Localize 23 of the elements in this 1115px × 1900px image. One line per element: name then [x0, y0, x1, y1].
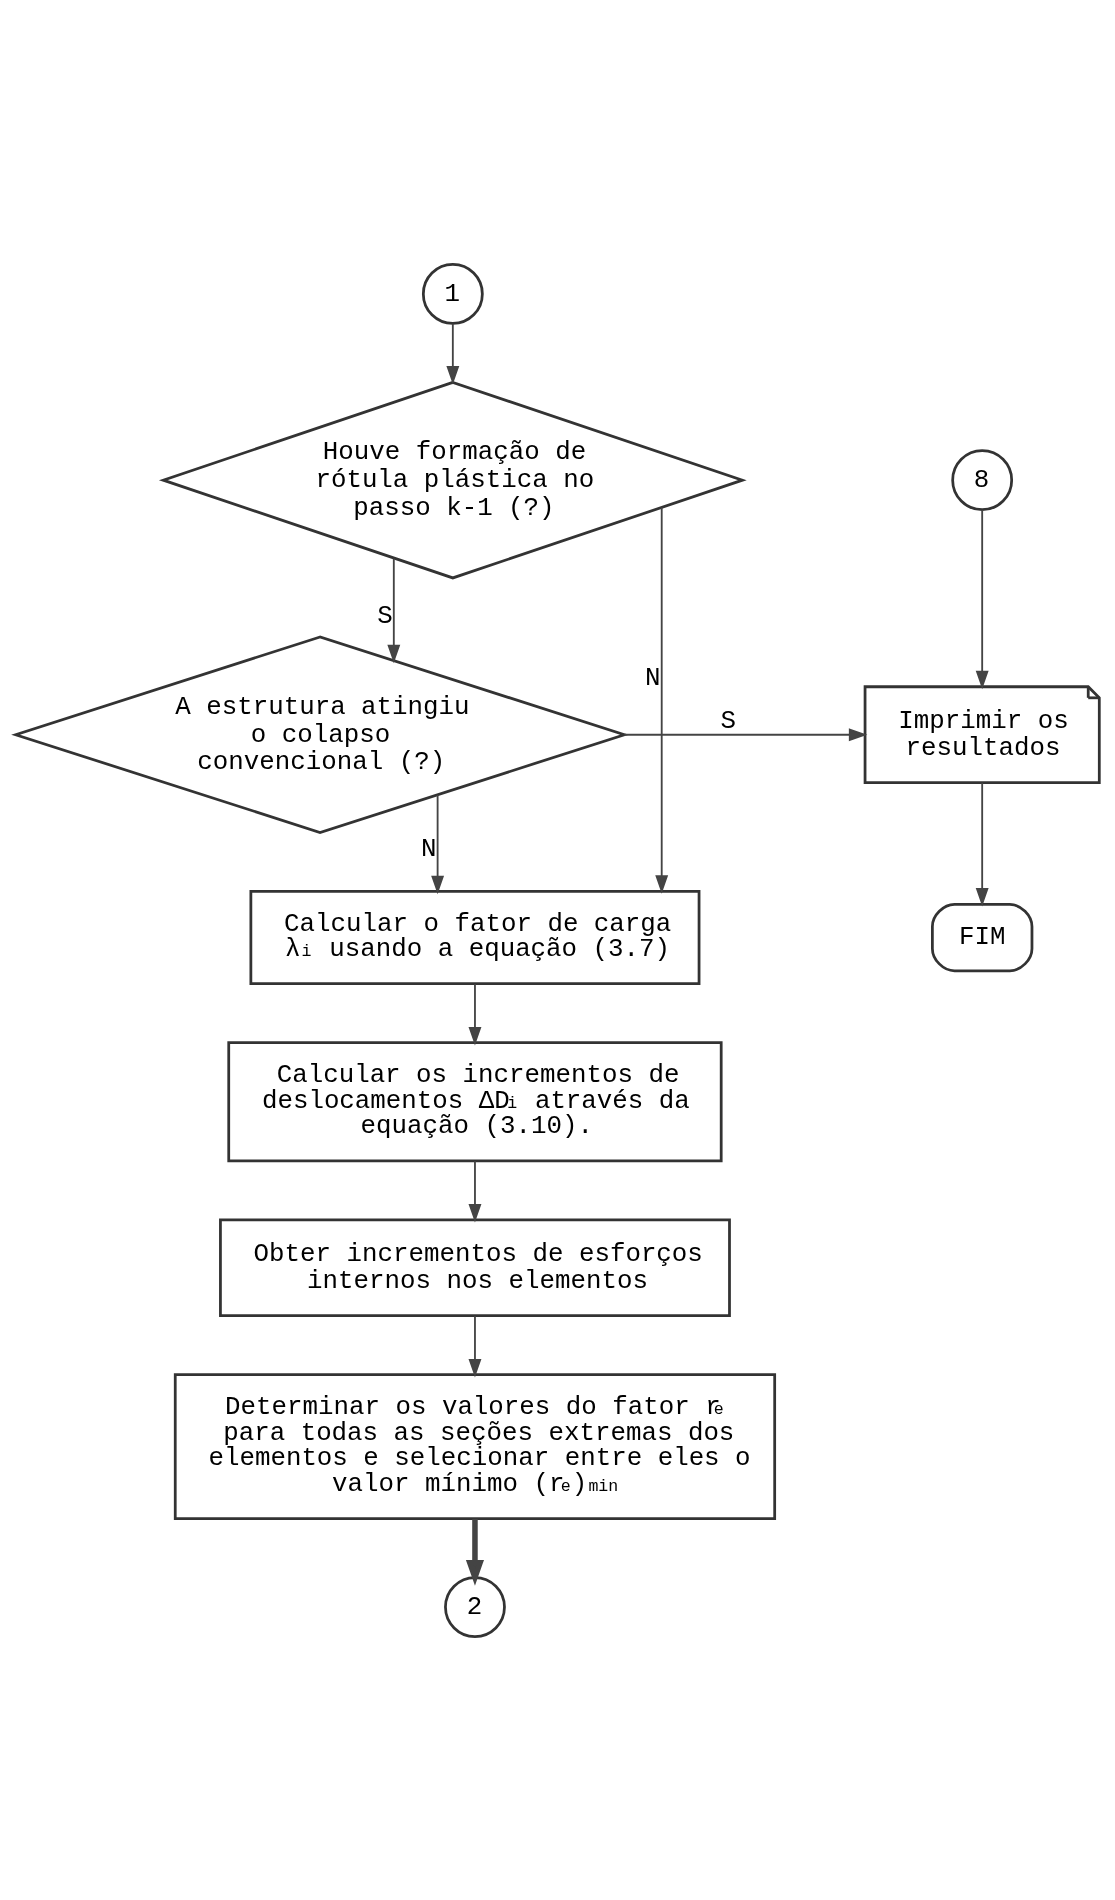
edge-label: N — [421, 834, 437, 864]
arrow — [975, 781, 989, 907]
edge-label: S — [720, 706, 737, 736]
node-box: Calcular os incrementos de deslocamentos ΔDi através da equação (3.10). — [227, 1040, 723, 1162]
node-box: Calcular o fator de carga λi usando a equação (3.7) — [249, 889, 701, 985]
arrow — [387, 557, 401, 663]
arrow — [468, 1314, 482, 1377]
node-diamond: Houve formação de rótula plástica no passo k-1 (?) — [158, 380, 747, 579]
node-circle: 2 — [444, 1575, 506, 1638]
arrow — [975, 508, 989, 689]
arrow — [468, 1159, 482, 1222]
node-box: FIM — [931, 902, 1034, 972]
arrow — [623, 727, 868, 741]
node-box: Obter incrementos de esforços internos nos elementos — [219, 1217, 731, 1317]
arrow — [446, 322, 460, 385]
arrow — [468, 982, 482, 1045]
edge-label: N — [645, 663, 661, 693]
node-circle: 1 — [421, 262, 484, 325]
node-circle: 8 — [951, 448, 1014, 511]
arrow — [465, 1518, 485, 1586]
edge-label: S — [377, 601, 393, 631]
arrow — [431, 793, 445, 894]
arrow — [655, 506, 669, 894]
